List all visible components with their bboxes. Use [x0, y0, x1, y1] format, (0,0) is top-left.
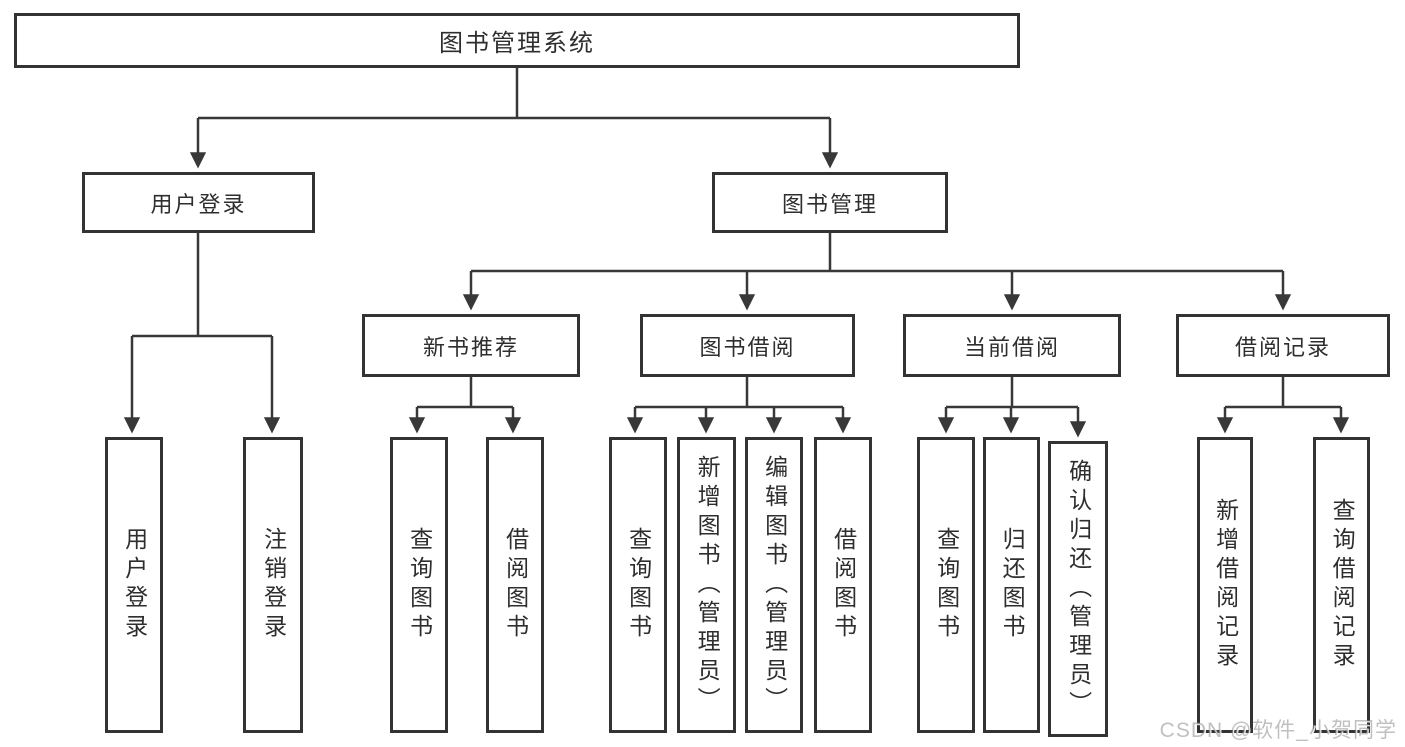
- node-label: 注销登录: [260, 527, 287, 643]
- node-leaf-edit-books-admin: 编辑图书（管理员）: [745, 437, 803, 733]
- node-leaf-add-borrow-record: 新增借阅记录: [1197, 437, 1253, 733]
- node-leaf-borrow-books-1: 借阅图书: [486, 437, 544, 733]
- node-leaf-borrow-books-2: 借阅图书: [814, 437, 872, 733]
- connector-current-borrow-trunk: [946, 377, 1078, 409]
- node-leaf-query-borrow-record: 查询借阅记录: [1313, 437, 1370, 733]
- node-root-system: 图书管理系统: [14, 13, 1020, 68]
- connector-book-borrow-trunk: [635, 377, 843, 409]
- node-root-label: 图书管理系统: [439, 30, 595, 57]
- node-label: 用户登录: [121, 527, 148, 643]
- node-leaf-user-login: 用户登录: [105, 437, 163, 733]
- node-label: 查询借阅记录: [1329, 498, 1356, 672]
- node-user-login-module: 用户登录: [82, 172, 315, 233]
- node-label: 借阅记录: [1234, 334, 1331, 360]
- node-leaf-add-books-admin: 新增图书（管理员）: [677, 437, 736, 733]
- node-leaf-logout: 注销登录: [243, 437, 303, 733]
- connector-new-book-trunk: [417, 377, 513, 409]
- node-new-book-recommend: 新书推荐: [362, 314, 580, 377]
- connector-user-login-trunk: [132, 233, 272, 338]
- node-label: 图书管理: [781, 191, 878, 217]
- node-book-management-module: 图书管理: [712, 172, 948, 233]
- node-leaf-query-books-3: 查询图书: [917, 437, 975, 733]
- node-leaf-query-books-1: 查询图书: [390, 437, 448, 733]
- node-label: 编辑图书（管理员）: [761, 454, 788, 716]
- node-leaf-query-books-2: 查询图书: [609, 437, 667, 733]
- node-label: 查询图书: [625, 527, 652, 643]
- node-borrow-records: 借阅记录: [1176, 314, 1390, 377]
- node-label: 归还图书: [999, 527, 1026, 643]
- connector-book-management-trunk: [471, 233, 1283, 273]
- node-leaf-confirm-return-admin: 确认归还（管理员）: [1048, 441, 1108, 737]
- node-label: 查询图书: [406, 527, 433, 643]
- connector-root-trunk: [198, 68, 830, 120]
- node-label: 新增借阅记录: [1212, 498, 1239, 672]
- csdn-watermark: CSDN @软件_小贺同学: [1159, 719, 1397, 742]
- node-label: 图书借阅: [699, 334, 796, 360]
- node-label: 当前借阅: [963, 334, 1060, 360]
- node-label: 确认归还（管理员）: [1065, 458, 1092, 720]
- node-label: 借阅图书: [502, 527, 529, 643]
- node-label: 用户登录: [150, 191, 247, 217]
- node-label: 新增图书（管理员）: [694, 454, 721, 716]
- node-label: 借阅图书: [830, 527, 857, 643]
- node-book-borrow: 图书借阅: [640, 314, 855, 377]
- node-leaf-return-books: 归还图书: [983, 437, 1040, 733]
- node-label: 新书推荐: [422, 334, 519, 360]
- node-label: 查询图书: [933, 527, 960, 643]
- connector-borrow-records-trunk: [1225, 377, 1341, 409]
- node-current-borrow: 当前借阅: [903, 314, 1121, 377]
